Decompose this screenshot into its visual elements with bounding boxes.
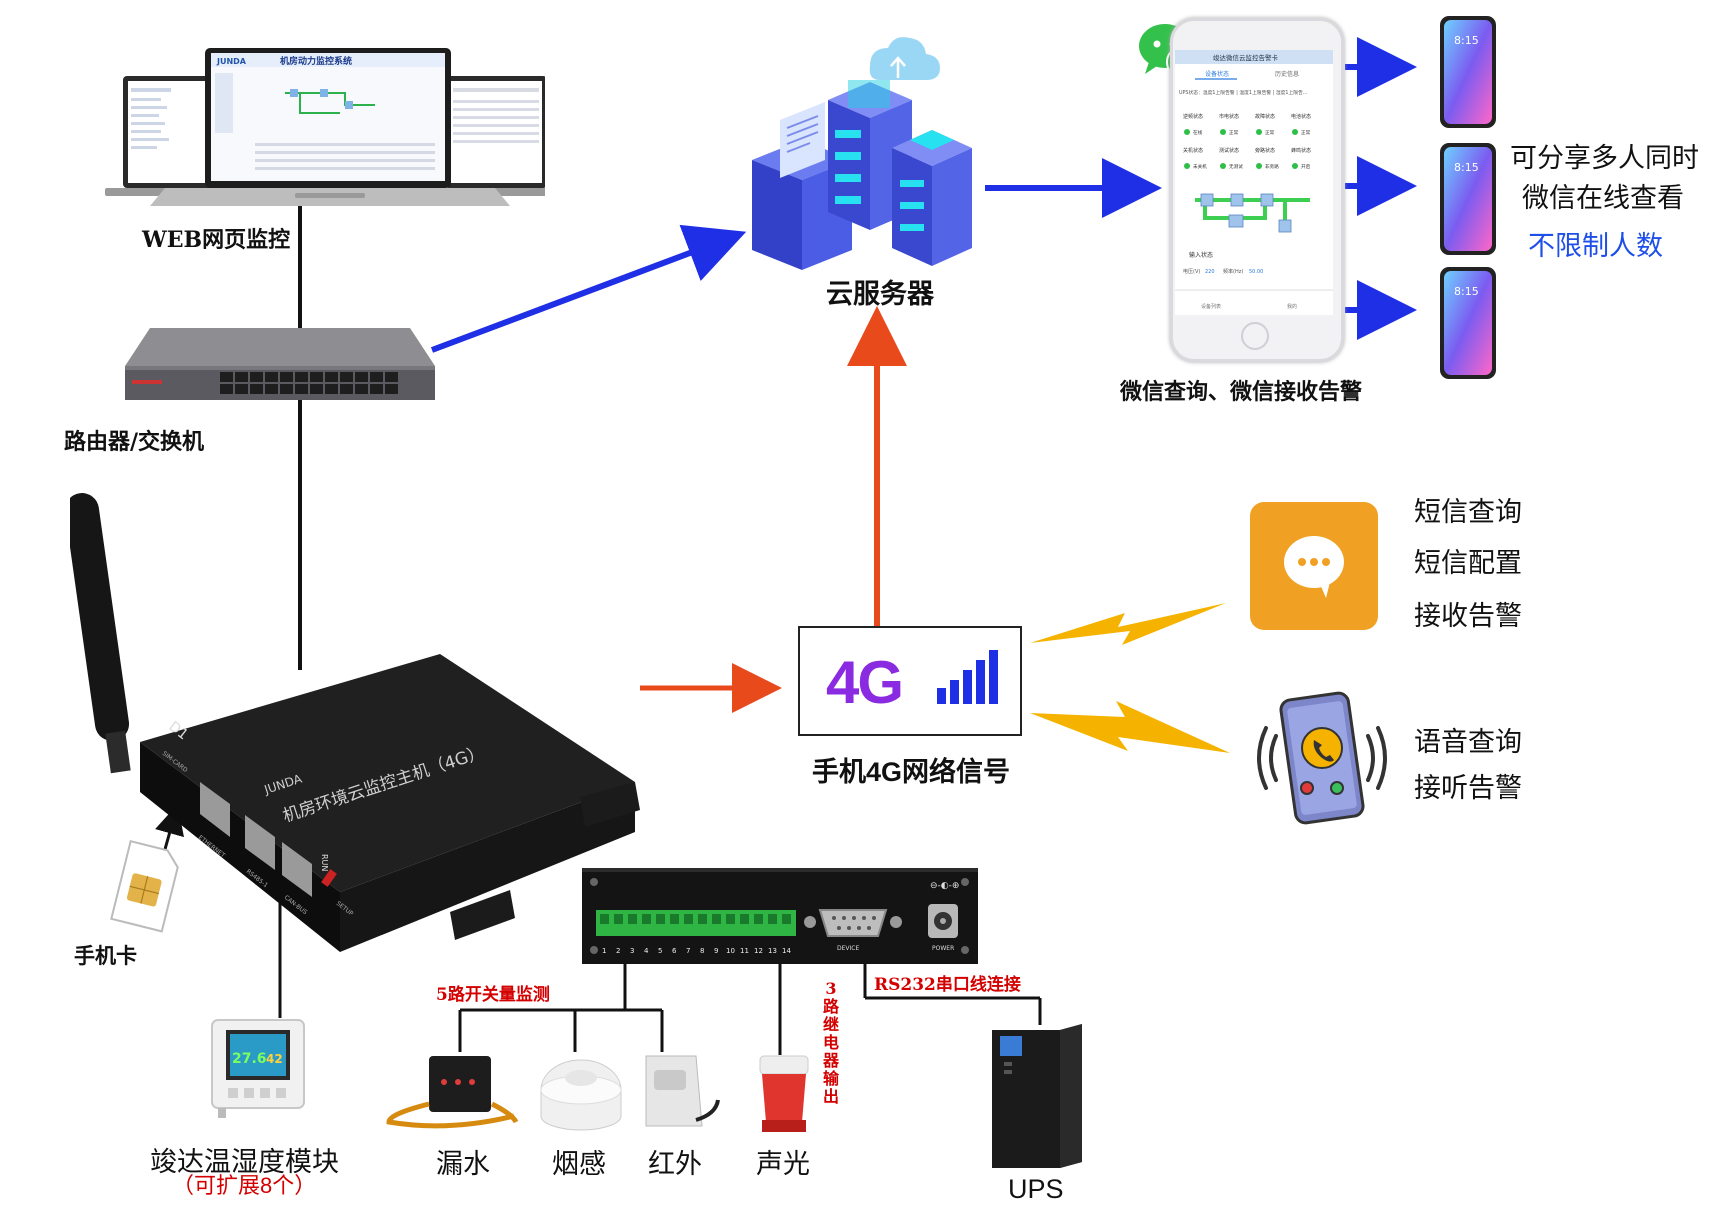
app-row1-3: 电池状态	[1291, 113, 1311, 120]
app-row2v-0: 未关机	[1193, 163, 1207, 170]
terminal-1: 1	[602, 947, 606, 955]
app-row1v-1: 正常	[1229, 129, 1239, 136]
th-temp: 27.6	[232, 1051, 267, 1067]
lock-time-2: 8:15	[1454, 161, 1479, 174]
lightning-bolt-voice	[1030, 701, 1230, 753]
power-port-label: POWER	[932, 945, 954, 952]
app-nav-me: 我的	[1287, 303, 1297, 310]
web-monitor-label: WEB网页监控	[142, 227, 291, 253]
smoke-detector	[540, 1059, 622, 1131]
app-voltage-value: 220	[1205, 269, 1215, 275]
share-line1: 可分享多人同时	[1510, 143, 1699, 173]
app-row1-0: 逆频状态	[1183, 113, 1203, 120]
water-leak-sensor	[386, 1056, 519, 1129]
terminal-6: 6	[672, 947, 677, 955]
share-line2: 微信在线查看	[1522, 183, 1684, 213]
sim-card-label: 手机卡	[74, 943, 137, 968]
wechat-alarm-label: 微信查询、微信接收告警	[1120, 379, 1363, 405]
arrow-router-cloud	[430, 224, 747, 353]
voice-alarm: 接听告警	[1414, 773, 1522, 803]
ups-image	[992, 1024, 1082, 1168]
router-switch-image	[125, 328, 435, 400]
infrared-sensor	[645, 1055, 720, 1127]
app-row2-0: 关机状态	[1183, 147, 1203, 154]
app-row2-1: 测试状态	[1219, 147, 1239, 154]
th-expand-label: （可扩展8个）	[172, 1173, 317, 1198]
relay-output-label: 3路继电器输出	[822, 979, 839, 1106]
cloud-server-image	[752, 37, 972, 270]
terminal-5: 5	[658, 947, 662, 955]
signal-bars-icon	[937, 650, 998, 704]
sound-light-alarm	[759, 1055, 809, 1132]
terminal-11: 11	[740, 947, 749, 955]
smoke-label: 烟感	[552, 1149, 606, 1179]
th-module-label: 竣达温湿度模块	[150, 1147, 339, 1177]
th-module-image: 27.6 42	[211, 1019, 305, 1118]
app-header: 竣达微信云监控告警卡	[1213, 53, 1279, 62]
monitor-brand: JUNDA	[216, 57, 247, 66]
sim-card-icon	[110, 840, 179, 933]
terminal-10: 10	[726, 947, 735, 955]
monitor-title: 机房动力监控系统	[280, 55, 352, 67]
app-freq-label: 频率(Hz)	[1223, 268, 1243, 275]
app-freq-value: 50.00	[1249, 269, 1263, 275]
app-row2-2: 旁路状态	[1255, 147, 1275, 154]
app-row2v-1: 无测试	[1229, 163, 1243, 170]
sms-query: 短信查询	[1414, 497, 1522, 527]
phone-app-screen: 竣达微信云监控告警卡 设备状态 历史信息 UPS状态：温度1上限告警 | 温度1…	[1175, 50, 1333, 315]
app-row1v-3: 正常	[1301, 129, 1311, 136]
th-hum: 42	[266, 1052, 283, 1066]
app-row2v-2: 非旁路	[1265, 163, 1279, 170]
expansion-box: 1 2 3 4 5 6 7 8 9 10 11 12 13 14 DEVICE …	[582, 868, 978, 964]
lock-time-1: 8:15	[1454, 34, 1479, 47]
sound-light-label: 声光	[756, 1149, 810, 1179]
rs232-label: RS232串口线连接	[874, 975, 1021, 995]
app-nav-home: 设备列表	[1201, 303, 1221, 310]
lightning-bolt-sms	[1030, 603, 1226, 645]
device-port-label: DEVICE	[837, 945, 859, 952]
ups-label: UPS	[1008, 1174, 1064, 1204]
app-input-status: 输入状态	[1189, 251, 1213, 259]
share-unlimited: 不限制人数	[1528, 231, 1663, 261]
lightning-icons	[1030, 603, 1230, 753]
voice-call-icon	[1257, 691, 1387, 825]
app-row1v-0: 在线	[1193, 129, 1203, 136]
app-row2v-3: 开启	[1301, 163, 1311, 170]
terminal-13: 13	[768, 947, 777, 955]
terminal-14: 14	[782, 947, 791, 955]
voice-query: 语音查询	[1414, 727, 1522, 757]
shared-phones: 8:15 8:15 8:15	[1440, 16, 1496, 379]
network-4g-caption: 手机4G网络信号	[812, 757, 1011, 787]
router-switch-label: 路由器/交换机	[64, 429, 205, 455]
switch-monitor-label: 5路开关量监测	[436, 985, 550, 1005]
app-row1-2: 故障状态	[1255, 113, 1275, 120]
web-monitor-laptops: JUNDA 机房动力监控系统	[105, 48, 545, 206]
lock-time-3: 8:15	[1454, 285, 1479, 298]
terminal-7: 7	[686, 947, 690, 955]
app-tab-history: 历史信息	[1275, 70, 1299, 78]
terminal-9: 9	[714, 947, 718, 955]
terminal-8: 8	[700, 947, 704, 955]
app-tab-device: 设备状态	[1205, 70, 1229, 78]
app-row2-3: 蜂鸣状态	[1291, 147, 1311, 154]
sms-bubble-icon	[1284, 536, 1344, 598]
sms-alarm: 接收告警	[1414, 601, 1522, 631]
monitoring-host-device: JUNDA 机房环境云监控主机（4G） D1 SIM-CARD ETHERNET…	[70, 493, 640, 952]
terminal-3: 3	[630, 947, 634, 955]
app-row1v-2: 正常	[1265, 129, 1275, 136]
svg-text:⊖-◐-⊕: ⊖-◐-⊕	[930, 881, 959, 891]
badge-4g: 4G	[826, 649, 904, 716]
phone-home-button	[1241, 322, 1269, 350]
device-run: RUN	[320, 854, 329, 871]
app-voltage-label: 电压(V)	[1183, 268, 1200, 275]
app-row1-1: 市电状态	[1219, 113, 1239, 120]
water-leak-label: 漏水	[436, 1149, 490, 1179]
terminal-12: 12	[754, 947, 763, 955]
infrared-label: 红外	[648, 1149, 702, 1179]
cloud-server-label: 云服务器	[826, 279, 934, 309]
app-ups-status: UPS状态：温度1上限告警 | 温度1上限告警 | 湿度1上限告...	[1179, 89, 1307, 96]
terminal-4: 4	[644, 947, 649, 955]
sms-config: 短信配置	[1414, 548, 1522, 578]
terminal-2: 2	[616, 947, 620, 955]
